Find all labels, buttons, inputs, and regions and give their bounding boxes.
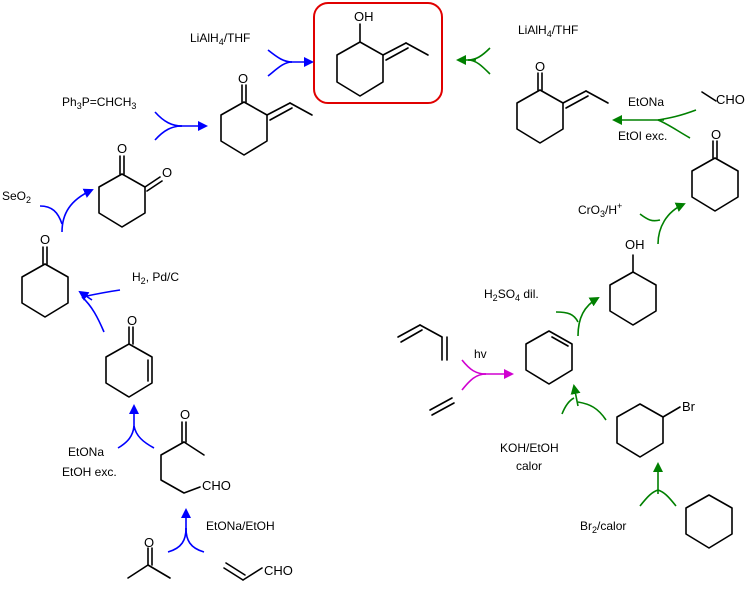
reagent-koh-etoh: KOH/EtOH [500, 441, 559, 455]
arrow-elimination [561, 384, 607, 421]
arrow-hydration [555, 297, 600, 337]
svg-text:O: O [180, 407, 190, 422]
svg-text:O: O [238, 71, 248, 86]
target-highlight-box [313, 2, 443, 104]
svg-text:O: O [535, 59, 545, 74]
ethylidenecyclohexanone-left-molecule: O [220, 71, 313, 156]
cyclohexanol-molecule: OH [609, 237, 657, 326]
reagent-lialh4-left: LiAlH4/THF [190, 31, 250, 47]
arrow-wittig [154, 111, 208, 141]
arrow-bromination [639, 462, 677, 507]
bromocyclohexane-molecule: Br [616, 399, 696, 458]
acetaldehyde-cho-label: CHO [716, 92, 745, 107]
reagent-etona-etoh: EtONa/EtOH [206, 519, 275, 533]
reagent-etoi-exc: EtOI exc. [618, 129, 667, 143]
reagent-h2-pdc: H2, Pd/C [132, 270, 179, 286]
bromo-label: Br [682, 399, 696, 414]
svg-text:O: O [162, 165, 172, 180]
acetaldehyde-molecule: CHO [701, 91, 745, 107]
arrow-aldol-condensation [117, 404, 155, 449]
reagent-etoh-exc: EtOH exc. [62, 465, 117, 479]
target-molecule: OH [336, 9, 429, 97]
arrow-seo2-oxidation [39, 188, 94, 233]
cyclohexanone-left-molecule: O [21, 232, 69, 318]
arrow-aldol-acetaldehyde [612, 109, 697, 139]
svg-text:O: O [40, 232, 50, 247]
arrow-lialh4-right [456, 47, 491, 75]
cyclohexanone-right-molecule: O [691, 127, 739, 212]
arrow-cro3-oxidation [639, 202, 686, 245]
oxohexanal-molecule: O CHO [160, 407, 231, 494]
reagent-h2so4: H2SO4 dil. [484, 287, 539, 303]
reagent-etona-1: EtONa [68, 445, 104, 459]
acrolein-cho-label: CHO [264, 563, 293, 578]
butanone-molecule: O [127, 535, 171, 579]
svg-text:O: O [117, 141, 127, 156]
butadiene-molecule [397, 324, 448, 361]
cyclohexanol-oh-label: OH [625, 237, 645, 252]
reagent-hv: hv [474, 347, 487, 361]
arrow-michael-addition [167, 508, 205, 553]
svg-text:O: O [127, 313, 137, 328]
arrow-diels-alder [461, 359, 514, 391]
cyclohexenone-molecule: O [105, 313, 153, 398]
arrow-lialh4-left [267, 49, 314, 77]
cyclohexanedione-molecule: O O [98, 141, 172, 228]
svg-text:O: O [711, 127, 721, 142]
arrow-hydrogenation-head [78, 290, 93, 301]
svg-text:O: O [144, 535, 154, 550]
reagent-wittig: Ph3P=CHCH3 [62, 95, 136, 111]
ethylidenecyclohexanone-right-molecule: O [516, 59, 609, 144]
target-oh-label: OH [354, 9, 374, 24]
reagent-calor: calor [516, 459, 542, 473]
reagent-etona-2: EtONa [628, 95, 664, 109]
cyclohexane-molecule [685, 494, 733, 549]
oxohexanal-cho-label: CHO [202, 478, 231, 493]
reagent-br2-calor: Br2/calor [580, 519, 626, 535]
cyclohexene-molecule [525, 330, 573, 385]
reagent-lialh4-right: LiAlH4/THF [518, 23, 578, 39]
reagent-cro3: CrO3/H+ [578, 201, 622, 219]
reagent-seo2: SeO2 [2, 189, 31, 205]
acrolein-molecule: CHO [223, 562, 293, 581]
ethylene-molecule [429, 397, 455, 416]
